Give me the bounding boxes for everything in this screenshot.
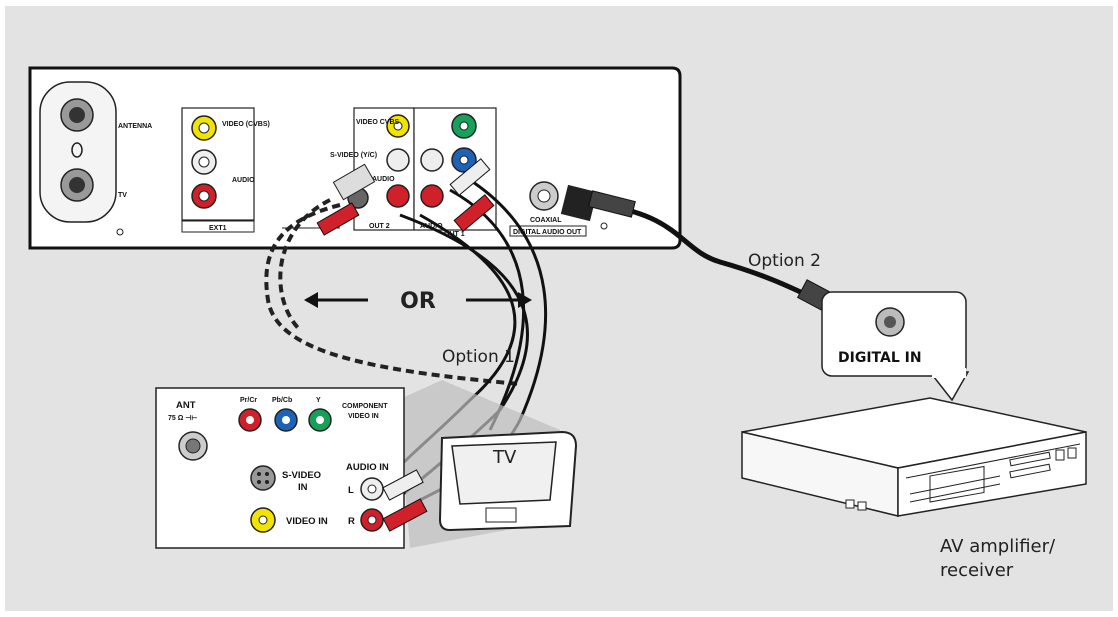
out2-audio-label: AUDIO [372, 176, 395, 183]
digital-audio-out: COAXIAL DIGITAL AUDIO OUT [509, 181, 587, 237]
option2-label: Option 2 [748, 251, 821, 271]
y-label: Y [316, 397, 321, 404]
out2-label: OUT 2 [369, 223, 390, 230]
ext1-video-label: VIDEO (CVBS) [222, 121, 270, 128]
or-label: OR [400, 289, 436, 314]
pb-label: Pb/Cb [272, 397, 292, 404]
audio-in-label: AUDIO IN [346, 462, 389, 473]
component-label-1: COMPONENT [342, 403, 388, 410]
or-indicator: OR [304, 289, 532, 314]
amplifier-caption-line2: receiver [940, 560, 1014, 581]
svideo-cable-dashed [264, 163, 521, 386]
video-cvbs-label: VIDEO CVBS [356, 119, 400, 126]
ext1-audio-label: AUDIO [232, 177, 255, 184]
option1-label: Option 1 [442, 347, 515, 367]
ohm-label: 75 Ω ⊣⊢ [168, 414, 197, 422]
antenna-label: ANTENNA [118, 123, 152, 130]
r-label: R [348, 516, 355, 527]
tv-title: TV [492, 447, 517, 468]
tv-illustration: TV [438, 430, 578, 532]
coaxial-label: COAXIAL [530, 217, 562, 224]
recorder-tv-label: TV [118, 192, 127, 199]
svideo-in-label-1: S-VIDEO [282, 470, 321, 481]
ant-label: ANT [176, 400, 196, 411]
svideo-in-label-2: IN [298, 482, 308, 493]
amplifier-caption-line1: AV amplifier/ [940, 536, 1056, 557]
out1-label: OUT 1 [444, 231, 465, 238]
ext1-block: VIDEO (CVBS) AUDIO EXT1 [181, 107, 270, 233]
digital-in-label: DIGITAL IN [838, 350, 922, 366]
video-in-label: VIDEO IN [286, 516, 328, 527]
recorder-rear-panel: ANTENNA TV VIDEO (CVBS) AUDIO EXT1 VIDEO… [28, 66, 682, 250]
digital-audio-out-label: DIGITAL AUDIO OUT [513, 229, 582, 236]
digital-in-callout: DIGITAL IN [821, 291, 970, 402]
ext1-label: EXT1 [209, 225, 227, 232]
component-label-2: VIDEO IN [348, 413, 379, 420]
svideo-label: S-VIDEO (Y/C) [330, 152, 377, 159]
pr-label: Pr/Cr [240, 397, 257, 404]
l-label: L [348, 485, 354, 496]
av-amplifier [741, 397, 1087, 517]
antenna-block: ANTENNA TV [39, 81, 152, 223]
